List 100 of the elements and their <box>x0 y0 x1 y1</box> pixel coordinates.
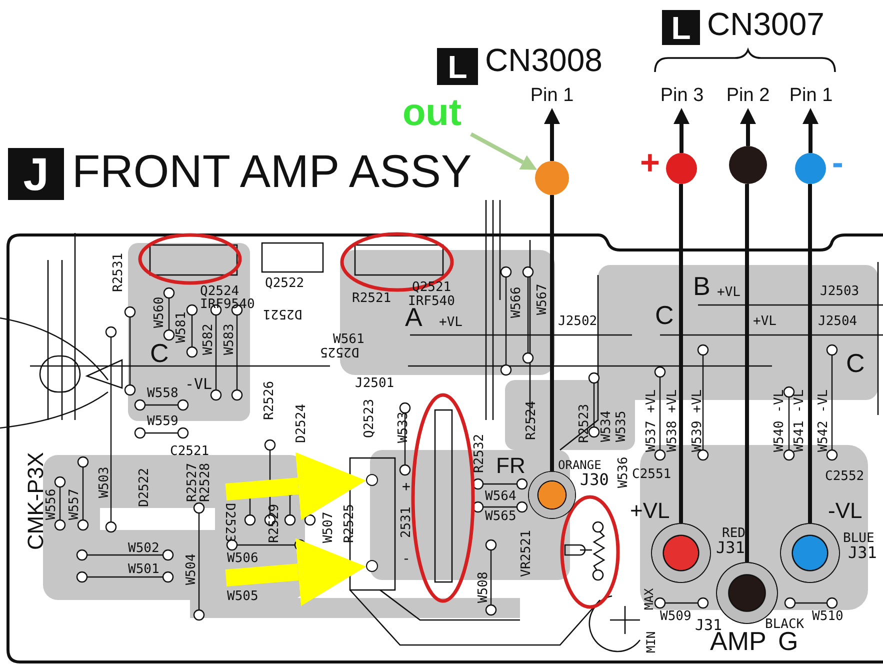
component-label: CN3007 <box>707 8 824 40</box>
component-label: J2503 <box>820 285 860 298</box>
component-label: MIN <box>645 631 657 653</box>
component-label: R2532 <box>473 434 486 473</box>
component-label: D2521 <box>263 307 302 320</box>
component-label: Q2522 <box>265 277 304 290</box>
component-label: IRF9540 <box>200 298 255 311</box>
wire-line <box>550 195 554 471</box>
component-label: W541 -VL <box>793 389 806 452</box>
component-label: D2522 <box>138 468 151 507</box>
component-label: 2531 <box>400 506 413 538</box>
component-label: B <box>693 273 710 299</box>
component-label: CN3008 <box>485 44 602 76</box>
component-label: R2528 <box>199 462 212 502</box>
component-label: W510 <box>812 610 844 623</box>
component-label: W501 <box>128 563 160 576</box>
component-label: VR2521 <box>520 530 533 577</box>
component-label: W581 <box>175 312 188 343</box>
component-label: W558 <box>147 387 178 400</box>
component-label: W564 <box>485 490 516 503</box>
wire-line <box>808 184 812 523</box>
component-label: MAX <box>643 588 655 610</box>
section-badge: J <box>8 148 64 200</box>
component-label: W505 <box>227 590 258 603</box>
arrow <box>225 538 366 606</box>
solder-pad <box>366 560 378 572</box>
component-label: Q2521 <box>412 281 452 294</box>
component-label: R2527 <box>186 462 199 502</box>
solder-pad <box>366 474 378 486</box>
component-label: +VL <box>753 315 776 328</box>
component-label: R2521 <box>352 292 392 305</box>
arrow <box>470 132 538 170</box>
arrow <box>802 108 818 153</box>
wire-end-dot <box>666 153 697 184</box>
pin-label: Pin 2 <box>718 84 778 108</box>
component-label: W503 <box>98 466 111 498</box>
component-label: W535 <box>615 410 628 442</box>
component-label: W583 <box>223 324 236 355</box>
component-label: W538 +VL <box>666 389 679 452</box>
component-label: C2521 <box>170 445 210 458</box>
component-label: C2552 <box>825 470 864 483</box>
component-label: Q2523 <box>363 398 376 438</box>
component-label: W561 <box>333 333 364 346</box>
component-label: C <box>846 350 865 376</box>
component-label: CMK-P3X <box>25 452 47 550</box>
wire-end-dot <box>795 153 826 184</box>
component-label: FR <box>496 455 526 477</box>
component-label: W502 <box>128 542 160 555</box>
component-label: J2504 <box>818 315 858 328</box>
component-label: W559 <box>147 415 178 428</box>
component-label: R2526 <box>263 380 276 420</box>
wire-end-dot <box>729 146 767 184</box>
component-label: J2502 <box>558 315 598 328</box>
polarity-sign: - <box>832 146 844 180</box>
arrow <box>544 108 560 161</box>
component-label: C <box>655 302 674 328</box>
component-label: BLUE <box>843 532 874 545</box>
component-label: W507 <box>322 512 335 543</box>
component-label: +VL <box>630 500 670 522</box>
component-label: +VL <box>717 286 740 299</box>
component-label: BLACK <box>765 618 804 631</box>
component-label: J30 <box>580 472 609 488</box>
component-label: W536 <box>617 456 630 488</box>
component-label: C <box>150 340 169 366</box>
component-label: Q2524 <box>200 285 240 298</box>
component-label: W582 <box>202 324 215 355</box>
component-label: -VL <box>828 500 862 522</box>
component-label: W567 <box>536 284 549 315</box>
component-label: R2524 <box>525 400 538 440</box>
arrow <box>225 452 366 520</box>
component-label: C2551 <box>632 468 672 481</box>
component-label: D2525 <box>320 345 360 358</box>
section-badge: L <box>437 48 478 85</box>
component-label: W506 <box>227 552 258 565</box>
pin-label: Pin 1 <box>522 84 582 108</box>
component-label: W534 <box>600 410 613 442</box>
component-label: R2531 <box>112 252 125 292</box>
component-label: D2524 <box>295 404 308 443</box>
callout-text: out <box>393 90 471 136</box>
component-label: FRONT AMP ASSY <box>72 148 472 194</box>
component-label: W566 <box>510 286 523 318</box>
component-label: -VL <box>185 377 212 392</box>
component-label: W556 <box>45 488 58 520</box>
component-label: D2523 <box>223 503 236 542</box>
component-label: +VL <box>439 316 462 329</box>
component-label: R2523 <box>578 404 591 443</box>
component-label: W504 <box>185 554 198 585</box>
wire-line <box>745 184 749 562</box>
component-label: W539 +VL <box>691 389 704 452</box>
component-label: + <box>402 480 410 494</box>
wire-line <box>679 184 683 523</box>
pin-label: Pin 3 <box>652 84 712 108</box>
wire-end-dot <box>535 161 569 195</box>
component-label: W508 <box>477 572 490 603</box>
component-label: W565 <box>485 510 516 523</box>
arrow <box>740 108 756 146</box>
component-label: J31 <box>848 545 877 561</box>
section-badge: L <box>662 10 700 45</box>
component-label: J31 <box>716 540 745 556</box>
component-label: J2501 <box>355 377 394 390</box>
